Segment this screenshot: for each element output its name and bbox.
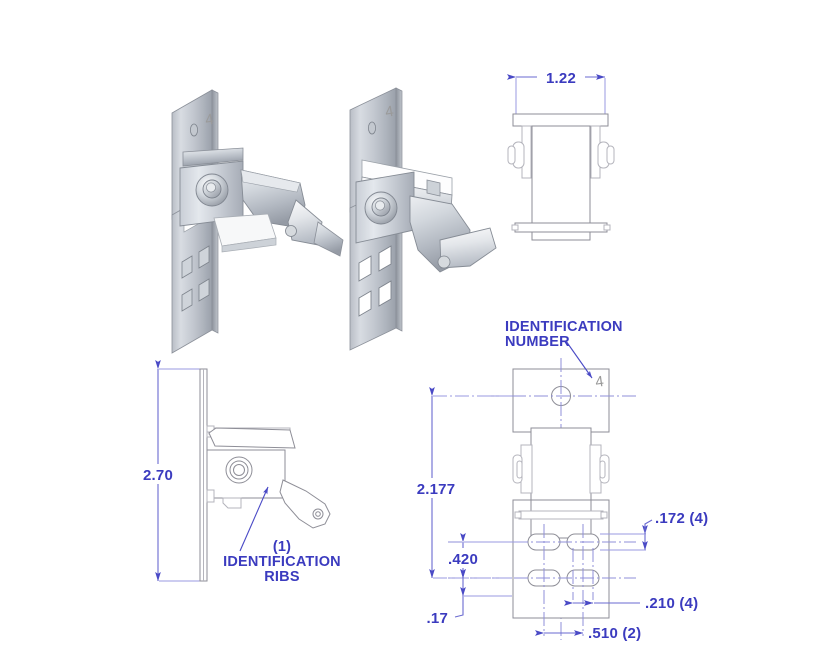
dim-172-text: .172 (4)	[655, 510, 708, 527]
top-view-rail-end-left	[511, 224, 519, 231]
dim-2-177-text: 2.177	[417, 481, 456, 498]
identification-number-leader	[565, 340, 593, 379]
r-lower-plate-slots	[358, 245, 392, 317]
top-view-body	[531, 125, 591, 241]
arm-hook	[287, 199, 323, 246]
front-view: 4	[410, 319, 708, 642]
top-view-bottom-rail	[514, 222, 608, 233]
dim-1-22-text: 1.22	[546, 70, 576, 87]
side-view: 2.70 (1) IDENTIFICATION RIBS	[135, 359, 341, 585]
front-boss-left-tip	[516, 460, 523, 479]
dim-17-text: .17	[427, 610, 448, 627]
side-view-arm-upper	[208, 427, 296, 449]
dim-172-leader	[644, 519, 653, 534]
top-view-rail-end-right	[603, 224, 611, 231]
top-view-bar	[512, 113, 609, 127]
pivot-hole	[206, 182, 216, 193]
top-view-boss-right-out	[606, 145, 615, 165]
front-rail-end-left	[514, 511, 522, 519]
side-view-plate-stub-lower	[206, 489, 215, 503]
side-view-hook-hole-inner	[315, 511, 321, 517]
arm-rail	[313, 221, 344, 257]
front-rail-end-right	[600, 511, 608, 519]
dim-420-text-bg	[440, 548, 486, 568]
arm-pin-hole	[285, 225, 297, 237]
dim-510-text: .510 (2)	[588, 625, 641, 642]
top-view-boss-left-out	[507, 145, 516, 165]
identification-ribs-line2: IDENTIFICATION	[223, 554, 341, 570]
dim-2-70-text-bg	[135, 464, 181, 484]
lower-plate-slots	[181, 245, 210, 312]
iso-view-left: 4	[171, 89, 344, 354]
dim-17-leader	[454, 596, 464, 618]
dim-2-177-text-bg	[410, 478, 462, 498]
r-arm-pin	[437, 255, 451, 269]
iso-left-id-number: 4	[204, 111, 215, 129]
front-rail	[518, 510, 604, 520]
identification-ribs-leader	[239, 486, 269, 552]
upper-plate-hole	[189, 123, 198, 137]
dim-210-text: .210 (4)	[645, 595, 698, 612]
front-boss-left	[520, 444, 533, 494]
r-pivot-hole	[375, 200, 385, 211]
identification-number-line2: NUMBER	[505, 334, 570, 350]
dim-420-text: .420	[448, 551, 478, 568]
identification-number-line1: IDENTIFICATION	[505, 319, 623, 335]
iso-right-id-number: 4	[384, 103, 395, 121]
side-view-boss-hole	[233, 464, 245, 476]
top-view: 1.22	[506, 68, 615, 241]
side-view-lower-tab	[222, 497, 242, 509]
r-upper-plate-hole	[367, 121, 376, 135]
identification-ribs-line3: RIBS	[264, 569, 300, 585]
front-boss-right	[589, 444, 602, 494]
dim-2-70-text: 2.70	[143, 467, 173, 484]
arm-top-highlight	[240, 169, 301, 193]
front-id-number: 4	[594, 373, 605, 391]
identification-rib-edge	[221, 237, 277, 253]
top-flange	[182, 147, 244, 167]
iso-view-right: 4	[349, 87, 497, 351]
front-boss-right-tip	[599, 460, 606, 479]
identification-ribs-line1: (1)	[273, 539, 291, 555]
r-side-tab	[426, 179, 441, 197]
dim-1-22-text-bg	[537, 68, 585, 86]
